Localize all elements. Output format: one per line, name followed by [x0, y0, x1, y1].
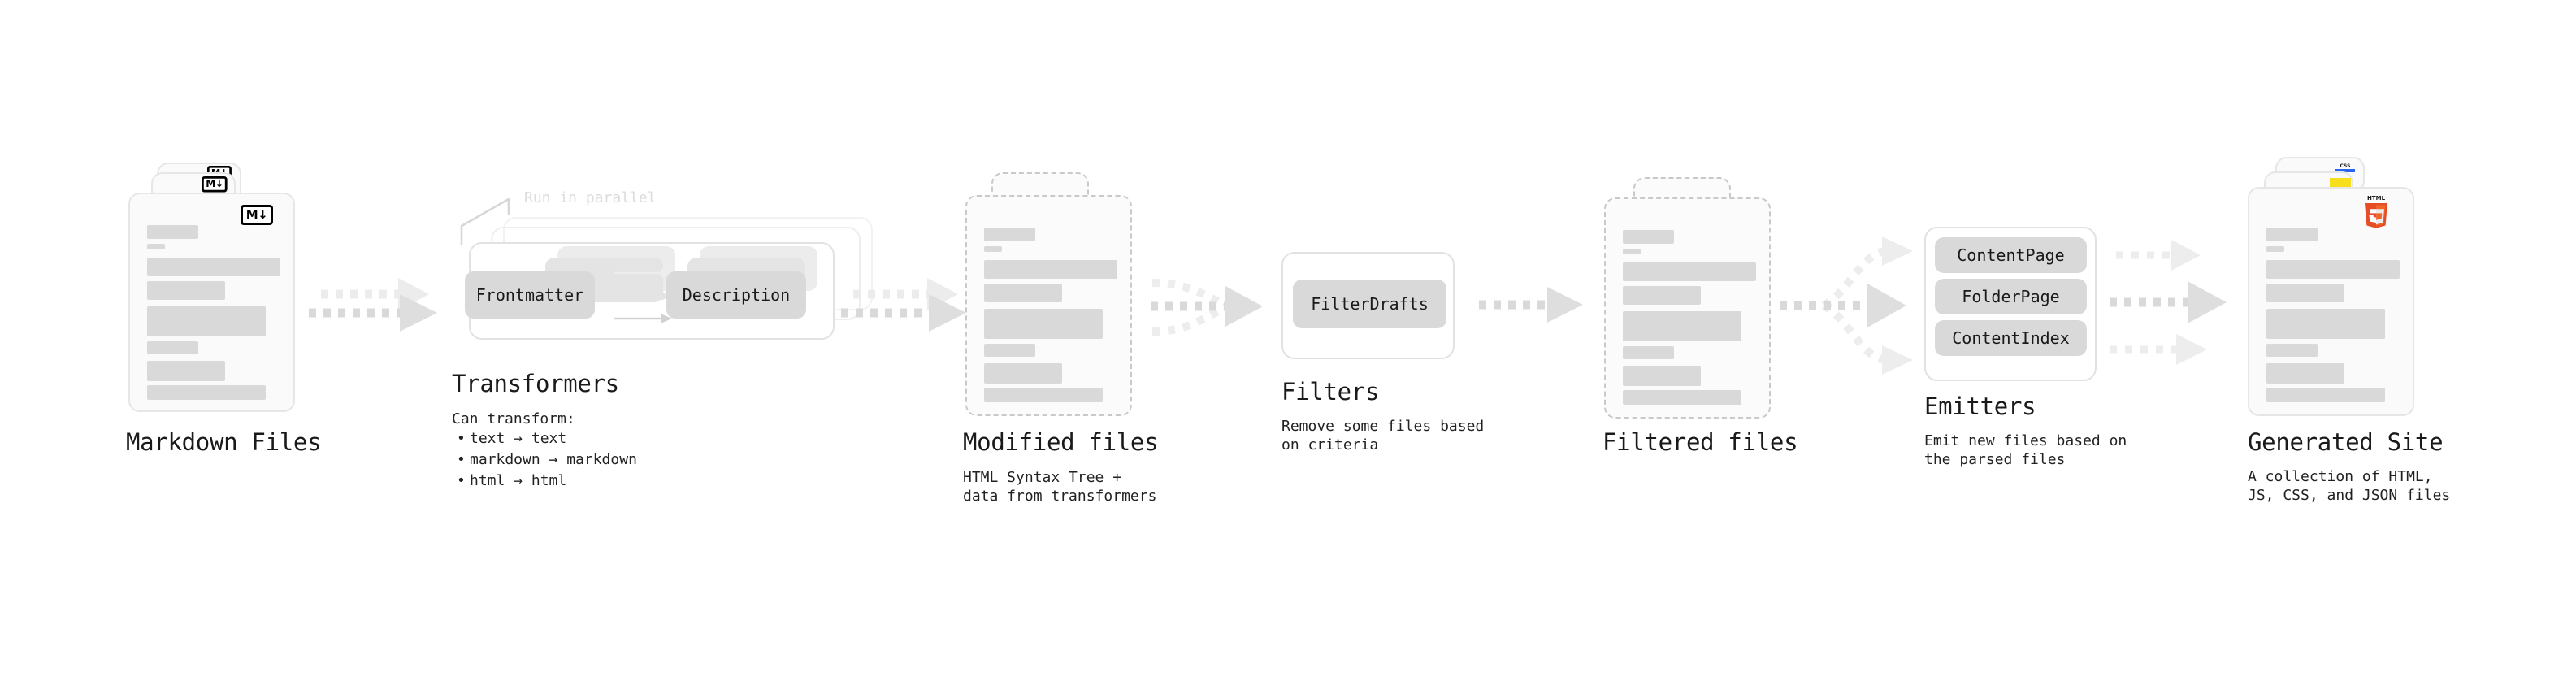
skeleton-line: [1623, 286, 1701, 305]
css3-icon: CSS: [2335, 163, 2355, 174]
skeleton-line: [147, 258, 280, 276]
emitters-title: Emitters: [1924, 393, 2036, 420]
emitters-description-line-1: Emit new files based on: [1924, 432, 2127, 449]
generated-site-card-front: [2248, 187, 2414, 416]
skeleton-line: [1623, 262, 1756, 281]
filters-description-line-1: Remove some files based: [1281, 418, 1485, 435]
css3-icon-bar: [2335, 169, 2355, 172]
modified-files-description-line-2: data from transformers: [963, 488, 1157, 505]
markdown-file-card-front: [128, 193, 295, 412]
filtered-files-title: Filtered files: [1602, 428, 1798, 456]
skeleton-line: [2266, 344, 2318, 357]
emitter-chip-contentpage[interactable]: ContentPage: [1935, 237, 2087, 273]
transformers-bullet: text → text: [457, 428, 637, 449]
skeleton-line: [2266, 228, 2318, 241]
connector-markdown-to-transformers: [309, 278, 437, 332]
skeleton-line: [147, 244, 165, 249]
generated-site-description-line-1: A collection of HTML,: [2248, 468, 2433, 485]
modified-files-description-line-1: HTML Syntax Tree +: [963, 469, 1122, 486]
transformer-chip-description[interactable]: Description: [666, 271, 806, 319]
markdown-files-title: Markdown Files: [126, 428, 322, 456]
skeleton-line: [2266, 260, 2400, 279]
skeleton-line: [1623, 249, 1641, 254]
skeleton-line: [2266, 284, 2344, 302]
transformers-bullet-list: text → text markdown → markdown html → h…: [452, 428, 637, 492]
skeleton-line: [147, 281, 225, 300]
skeleton-line: [984, 363, 1062, 384]
skeleton-line: [2266, 388, 2385, 402]
skeleton-line: [147, 306, 266, 336]
filters-description-line-2: on criteria: [1281, 436, 1379, 453]
skeleton-line: [2266, 363, 2344, 384]
transformers-bullet: markdown → markdown: [457, 449, 637, 471]
skeleton-line: [1623, 346, 1674, 359]
filtered-file-card-front: [1604, 197, 1771, 419]
emitter-chip-folderpage[interactable]: FolderPage: [1935, 279, 2087, 314]
markdown-badge: M↓: [241, 205, 273, 225]
html5-icon: HTML: [2361, 193, 2391, 228]
run-in-parallel-bracket: [460, 197, 510, 245]
transformers-description: Can transform:: [452, 410, 575, 427]
emitter-chip-contentindex[interactable]: ContentIndex: [1935, 320, 2087, 356]
skeleton-line: [2266, 309, 2385, 339]
markdown-badge-back-1: M↓: [202, 176, 228, 193]
svg-text:HTML: HTML: [2367, 195, 2386, 202]
skeleton-line: [984, 246, 1002, 252]
modified-file-card-front: [965, 195, 1132, 416]
connector-filters-to-filtered: [1479, 287, 1583, 323]
transformer-inner-arrows: [614, 268, 672, 323]
connector-modified-to-filters: [1151, 279, 1263, 336]
run-in-parallel-label: Run in parallel: [524, 189, 657, 206]
skeleton-line: [147, 341, 198, 354]
generated-site-description-line-2: JS, CSS, and JSON files: [2248, 487, 2451, 504]
css3-icon-label: CSS: [2340, 163, 2351, 169]
modified-files-title: Modified files: [963, 428, 1159, 456]
filters-title: Filters: [1281, 378, 1380, 406]
skeleton-line: [984, 309, 1103, 339]
skeleton-line: [147, 225, 198, 239]
skeleton-line: [984, 344, 1035, 357]
skeleton-line: [1623, 230, 1674, 244]
generated-site-title: Generated Site: [2248, 428, 2444, 456]
transformer-chip-frontmatter[interactable]: Frontmatter: [465, 271, 595, 319]
skeleton-line: [984, 284, 1062, 302]
connector-filtered-to-emitters: [1780, 236, 1913, 375]
skeleton-line: [147, 361, 225, 381]
skeleton-line: [984, 388, 1103, 402]
transformers-title: Transformers: [452, 370, 619, 397]
skeleton-line: [984, 260, 1117, 279]
emitters-description-line-2: the parsed files: [1924, 451, 2066, 468]
connector-emitters-to-site: [2110, 240, 2227, 365]
skeleton-line: [984, 228, 1035, 241]
skeleton-line: [2266, 246, 2284, 252]
filter-chip-filterdrafts[interactable]: FilterDrafts: [1293, 280, 1446, 328]
skeleton-line: [1623, 311, 1741, 341]
connector-transformers-to-modified: [841, 278, 966, 332]
transformers-bullet: html → html: [457, 471, 637, 492]
skeleton-line: [1623, 390, 1741, 405]
skeleton-line: [147, 385, 266, 400]
skeleton-line: [1623, 366, 1701, 386]
